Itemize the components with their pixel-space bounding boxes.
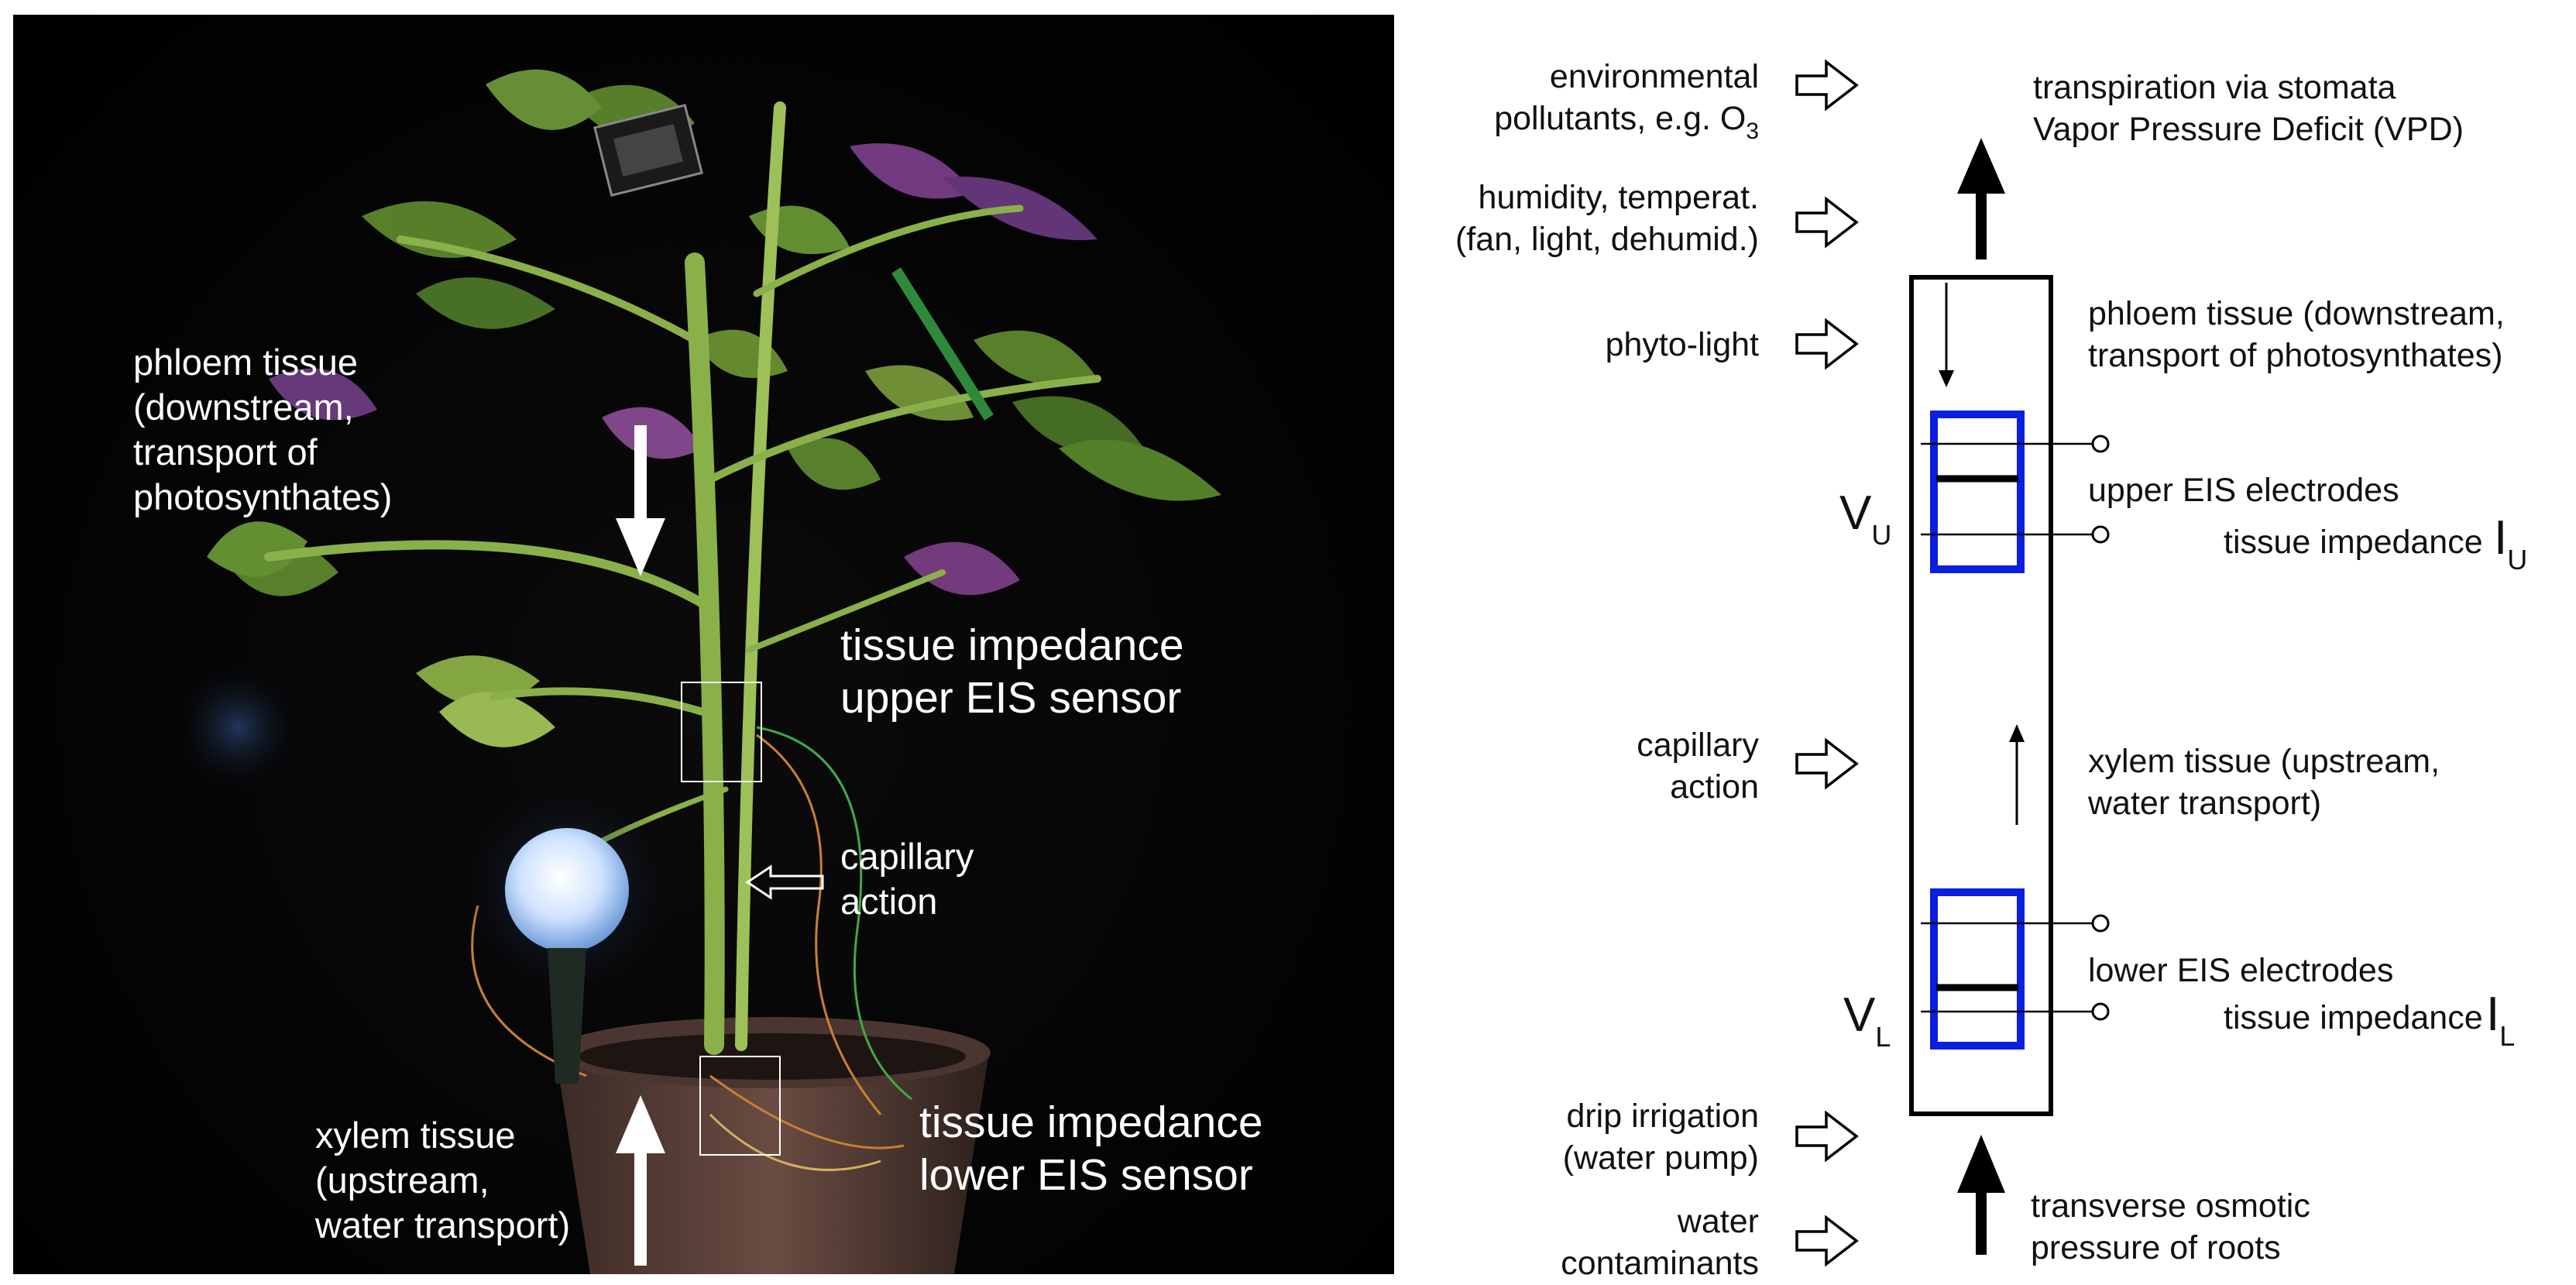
lower-terminal-1	[2091, 914, 2110, 933]
root-pressure-arrow	[1957, 1135, 2005, 1255]
stem-rectangle	[1909, 275, 2053, 1116]
lower-voltage-symbol: VL	[1843, 988, 1891, 1053]
xylem-flow-arrow	[2009, 724, 2025, 825]
xylem-arrow-up	[616, 1095, 665, 1266]
lower-impedance-label: tissue impedance	[2224, 999, 2483, 1036]
upper-electrodes-label: upper EIS electrodes	[2088, 472, 2399, 509]
phloem-label: phloem tissue (downstream, transport of …	[133, 342, 393, 517]
upper-impedance-label: tissue impedance	[2224, 524, 2483, 561]
upper-terminal-1	[2091, 435, 2110, 453]
upper-voltage-symbol: VU	[1839, 486, 1892, 551]
capillary-input-arrow	[1795, 737, 1859, 790]
plant-photo: phloem tissue (downstream, transport of …	[13, 15, 1394, 1274]
capillary-label: capillary action	[840, 836, 974, 922]
phyto-light-arrow	[1795, 318, 1859, 370]
moisture-probe	[891, 267, 994, 421]
lower-sensor-label: tissue impedance lower EIS sensor	[919, 1098, 1263, 1200]
root-pressure-label: transverse osmotic pressure of roots	[2031, 1187, 2310, 1266]
upper-sensor-label: tissue impedance upper EIS sensor	[840, 620, 1184, 723]
lower-terminal-2	[2091, 1002, 2110, 1021]
transpiration-arrow	[1957, 138, 2005, 259]
led-bulb	[168, 658, 683, 1084]
contaminants-label: water contaminants	[1561, 1203, 1759, 1282]
sensor-board	[593, 104, 703, 197]
phloem-tissue-label: phloem tissue (downstream, transport of …	[2088, 295, 2505, 374]
plant-scene	[168, 69, 1221, 1274]
flower-pot	[554, 1017, 991, 1274]
stem-schematic: environmental pollutants, e.g. O3 humidi…	[1394, 0, 2576, 1285]
lower-electrode-leads	[1921, 914, 2110, 1021]
capillary-input-label: capillary action	[1637, 727, 1759, 806]
humidity-arrow	[1795, 196, 1859, 249]
humidity-label: humidity, temperat. (fan, light, dehumid…	[1455, 179, 1759, 258]
capillary-arrow-left	[745, 864, 824, 900]
drip-arrow	[1795, 1110, 1859, 1163]
input-arrows	[1795, 59, 1859, 1267]
sensor-wires	[471, 726, 912, 1171]
pollutants-label: environmental pollutants, e.g. O3	[1494, 58, 1759, 144]
lower-electrodes-label: lower EIS electrodes	[2088, 952, 2394, 989]
lower-sensor-box	[699, 1056, 781, 1156]
transpiration-label: transpiration via stomata Vapor Pressure…	[2033, 69, 2464, 148]
pollutants-arrow	[1795, 59, 1859, 112]
contaminants-arrow	[1795, 1215, 1859, 1267]
lower-electrode-box	[1930, 888, 2025, 1050]
upper-electrode-box	[1930, 411, 2025, 573]
xylem-tissue-label: xylem tissue (upstream, water transport)	[2088, 743, 2440, 822]
upper-electrode-leads	[1921, 435, 2110, 544]
phloem-flow-arrow	[1939, 283, 1954, 387]
plant-leaves	[207, 69, 1221, 747]
upper-current-symbol: IU	[2494, 511, 2528, 576]
upper-terminal-2	[2091, 525, 2110, 544]
drip-label: drip irrigation (water pump)	[1562, 1098, 1759, 1177]
lower-current-symbol: IL	[2486, 988, 2516, 1053]
phyto-light-label: phyto-light	[1605, 326, 1759, 363]
xylem-label: xylem tissue (upstream, water transport)	[315, 1115, 571, 1245]
phloem-arrow-down	[616, 425, 665, 576]
schematic-drawing	[1795, 59, 2110, 1267]
upper-sensor-box	[681, 682, 762, 782]
